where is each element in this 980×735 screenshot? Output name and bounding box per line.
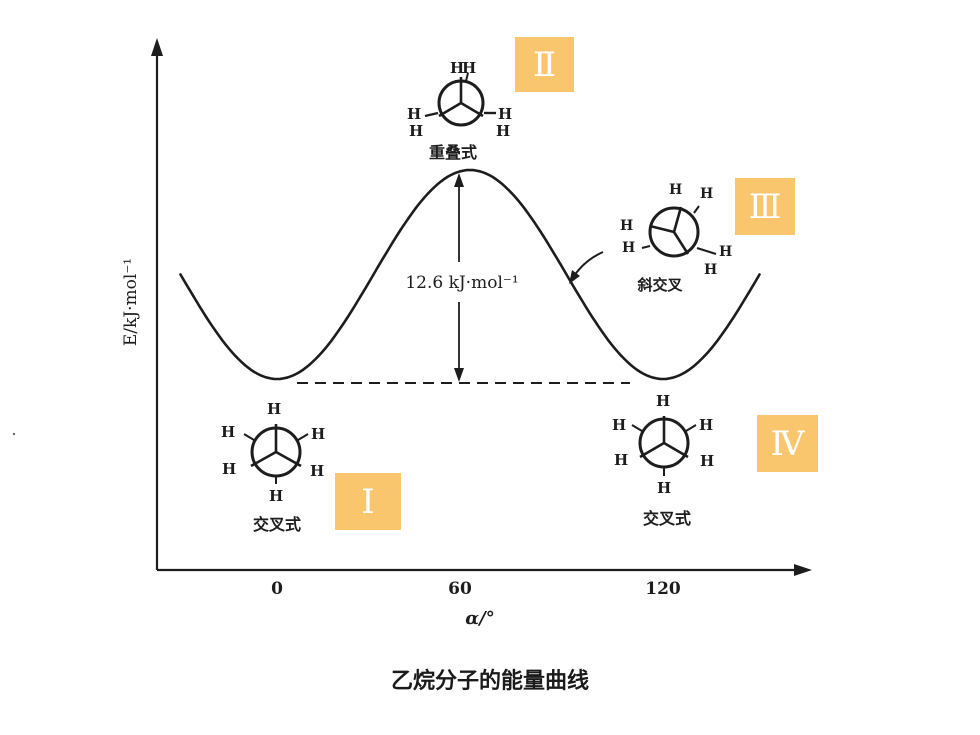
atom-h: H: [310, 462, 324, 480]
x-tick-label-60: 60: [448, 579, 472, 599]
figure-caption: 乙烷分子的能量曲线: [390, 669, 589, 694]
x-tick-label-120: 120: [645, 579, 681, 599]
atom-h: H: [656, 392, 670, 410]
gauche-pointer-arrowhead: [569, 270, 580, 284]
atom-h: H: [657, 479, 671, 497]
badge-conformer-4: Ⅳ: [757, 415, 818, 472]
atom-h: H: [612, 416, 626, 434]
atom-h: H: [407, 105, 421, 123]
atom-h: H: [700, 452, 714, 470]
atom-h: H: [496, 122, 510, 140]
energy-curve: [179, 168, 761, 381]
eclipsed-label: 重叠式: [429, 143, 477, 162]
newman-gauche: H H H H H H: [620, 182, 732, 278]
axes: [151, 38, 812, 576]
atom-h: H: [269, 487, 283, 505]
atom-h: H: [450, 59, 464, 77]
atom-h: H: [409, 122, 423, 140]
barrier-label: 12.6 kJ·mol⁻¹: [405, 273, 518, 293]
badge-conformer-2: Ⅱ: [515, 37, 574, 92]
atom-h: H: [622, 240, 635, 256]
gauche-label: 斜交叉: [636, 276, 683, 294]
x-axis-label: α/°: [465, 608, 494, 629]
x-axis-arrow: [794, 564, 812, 576]
x-tick-label-0: 0: [271, 579, 283, 599]
atom-h: H: [222, 460, 236, 478]
atom-h: H: [498, 105, 512, 123]
y-axis-label: E/kJ·mol⁻¹: [121, 258, 141, 346]
gauche-pointer-arrow: [573, 251, 604, 277]
atom-h: H: [311, 425, 325, 443]
newman-staggered-left: H H H H H H: [221, 400, 325, 505]
atom-h: H: [699, 416, 713, 434]
stray-dot: [12, 432, 16, 436]
newman-staggered-right: H H H H H H: [612, 392, 714, 497]
newman-eclipsed: H H H H H H: [407, 59, 512, 140]
atom-h: H: [614, 451, 628, 469]
atom-h: H: [620, 218, 633, 234]
atom-h: H: [221, 423, 235, 441]
barrier-arrow: [454, 173, 464, 382]
atom-h: H: [669, 182, 682, 198]
atom-h: H: [704, 262, 717, 278]
badge-conformer-3: Ⅲ: [735, 178, 795, 235]
y-axis-arrow: [151, 38, 163, 56]
atom-h: H: [462, 59, 476, 77]
atom-h: H: [719, 244, 732, 260]
staggered-right-label: 交叉式: [643, 509, 691, 528]
staggered-left-label: 交叉式: [253, 515, 301, 534]
atom-h: H: [267, 400, 281, 418]
badge-conformer-1: Ⅰ: [335, 473, 401, 530]
atom-h: H: [700, 186, 713, 202]
